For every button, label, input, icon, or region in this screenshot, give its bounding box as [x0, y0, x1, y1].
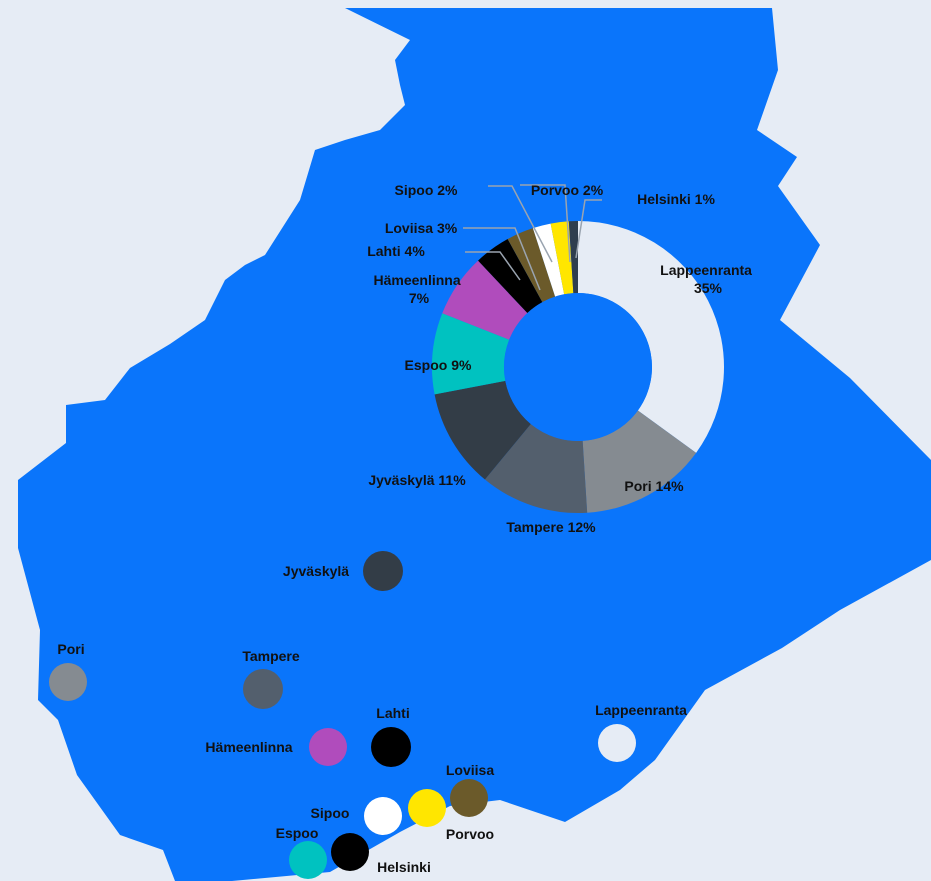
- slice-label-sipoo: Sipoo 2%: [394, 182, 458, 198]
- donut-chart: [432, 221, 724, 513]
- donut-slice-pori[interactable]: [582, 410, 697, 513]
- donut-slice-tampere[interactable]: [484, 424, 588, 513]
- leader-line-2: [465, 251, 521, 281]
- slice-label-loviisa: Loviisa 3%: [385, 220, 458, 236]
- slice-label-helsinki: Helsinki 1%: [637, 191, 715, 207]
- donut-slice-hämeenlinna[interactable]: [442, 260, 528, 340]
- slice-label-lappeenranta: Lappeenranta 35%: [660, 262, 756, 296]
- slice-label-pori: Pori 14%: [624, 478, 684, 494]
- marker-jyvaskyla[interactable]: [363, 551, 403, 591]
- city-label-hameenlinna: Hämeenlinna: [205, 739, 292, 755]
- city-label-sipoo: Sipoo: [311, 805, 350, 821]
- donut-slice-espoo[interactable]: [432, 313, 510, 395]
- city-label-lahti: Lahti: [376, 705, 409, 721]
- slice-label-lahti: Lahti 4%: [367, 243, 425, 259]
- marker-hameenlinna[interactable]: [309, 728, 347, 766]
- donut-slice-lappeenranta[interactable]: [578, 221, 724, 453]
- leader-line-4: [575, 199, 602, 259]
- donut-slice-helsinki[interactable]: [568, 221, 578, 294]
- city-label-jyvaskyla: Jyväskylä: [283, 563, 349, 579]
- donut-slice-loviisa[interactable]: [507, 228, 556, 303]
- marker-helsinki[interactable]: [331, 833, 369, 871]
- marker-espoo[interactable]: [289, 841, 327, 879]
- city-label-espoo: Espoo: [276, 825, 319, 841]
- marker-loviisa[interactable]: [450, 779, 488, 817]
- marker-pori[interactable]: [49, 663, 87, 701]
- leader-line-3: [520, 184, 571, 263]
- city-label-porvoo: Porvoo: [446, 826, 494, 842]
- slice-label-jyvaskyla: Jyväskylä 11%: [368, 472, 466, 488]
- city-markers: [49, 551, 636, 879]
- slice-label-tampere: Tampere 12%: [506, 519, 596, 535]
- city-label-helsinki: Helsinki: [377, 859, 431, 875]
- marker-lahti[interactable]: [371, 727, 411, 767]
- marker-lappeenranta[interactable]: [598, 724, 636, 762]
- leader-lines: [463, 184, 602, 291]
- city-label-pori: Pori: [57, 641, 84, 657]
- donut-slice-porvoo[interactable]: [550, 221, 574, 295]
- leader-line-1: [463, 227, 541, 291]
- city-labels: Jyväskylä Pori Tampere Hämeenlinna Lahti…: [57, 563, 687, 875]
- leader-line-0: [488, 185, 553, 263]
- slice-labels: Lappeenranta 35% Pori 14% Tampere 12% Jy…: [367, 182, 756, 535]
- slice-label-porvoo: Porvoo 2%: [531, 182, 604, 198]
- donut-slice-lahti[interactable]: [478, 239, 543, 314]
- slice-label-espoo: Espoo 9%: [405, 357, 472, 373]
- city-label-loviisa: Loviisa: [446, 762, 494, 778]
- marker-tampere[interactable]: [243, 669, 283, 709]
- donut-hole: [504, 293, 652, 441]
- city-label-tampere: Tampere: [242, 648, 300, 664]
- slice-label-hameenlinna: Hämeenlinna 7%: [373, 272, 464, 306]
- city-label-lappeenranta: Lappeenranta: [595, 702, 687, 718]
- marker-porvoo[interactable]: [408, 789, 446, 827]
- marker-sipoo[interactable]: [364, 797, 402, 835]
- donut-slice-jyväskylä[interactable]: [434, 380, 531, 480]
